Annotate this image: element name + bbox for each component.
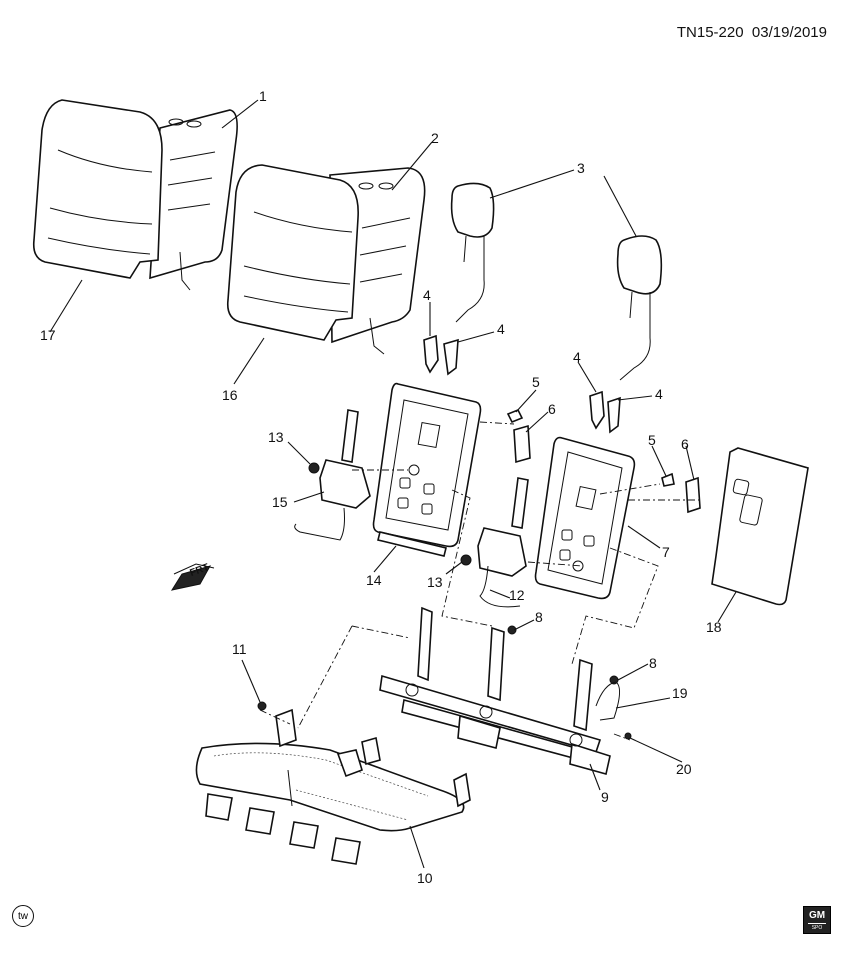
leader-lines: [49, 99, 737, 869]
seat-cushion: [195, 708, 471, 865]
headrest-guides: [423, 334, 621, 434]
ref-label: 4: [573, 349, 581, 365]
ref-label: 4: [497, 321, 505, 337]
tw-badge-text: tw: [18, 910, 28, 922]
seat-back-frame-left: [372, 382, 482, 557]
ref-label: 6: [548, 401, 556, 417]
ref-label: 8: [649, 655, 657, 671]
ref-label: 12: [509, 587, 525, 603]
tw-badge: tw: [12, 905, 34, 927]
seat-frame: [379, 606, 611, 775]
trim-panel: [711, 447, 809, 606]
seat-back-cushion-center: [226, 164, 426, 355]
latch-covers: [506, 408, 701, 514]
seat-back-frame-right: [534, 436, 636, 600]
hardware: [257, 625, 632, 740]
ref-label: 1: [259, 88, 267, 104]
nut-upper: [308, 462, 320, 474]
headrest-left: [450, 182, 495, 323]
ref-label: 11: [232, 641, 247, 657]
ref-label: 13: [268, 429, 284, 445]
ref-label: 3: [577, 160, 585, 176]
ref-label: 5: [532, 374, 540, 390]
ref-label: 5: [648, 432, 656, 448]
ref-label: 10: [417, 870, 433, 886]
gm-logo-text: GM: [808, 909, 826, 921]
ref-label: 15: [272, 494, 288, 510]
ref-label: 8: [535, 609, 543, 625]
attachment-lines: [259, 421, 700, 741]
diagram-code: TN15-220: [676, 24, 744, 41]
ref-label: 20: [676, 761, 692, 777]
headrest-right: [616, 235, 663, 381]
ref-label: 13: [427, 574, 443, 590]
diagram-date: 03/19/2019: [751, 24, 827, 41]
ref-label: 9: [601, 789, 609, 805]
gm-logo: GM SPO: [803, 906, 831, 934]
ref-label: 4: [423, 287, 431, 303]
recliner-mechanisms: [294, 409, 529, 608]
direction-arrow: [170, 563, 215, 591]
ref-label: 19: [672, 685, 688, 701]
nut-lower: [460, 554, 472, 566]
seat-back-cushion-left: [32, 99, 238, 291]
ref-label: 18: [706, 619, 722, 635]
ref-label: 6: [681, 436, 689, 452]
ref-label: 2: [431, 130, 439, 146]
ref-label: 7: [662, 544, 670, 560]
gm-logo-sub: SPO: [811, 924, 823, 931]
ref-label: 14: [366, 572, 382, 588]
ref-label: 4: [655, 386, 663, 402]
diagram-header: TN15-220 03/19/2019: [677, 24, 827, 41]
ref-label: 17: [40, 327, 56, 343]
ref-label: 16: [222, 387, 238, 403]
